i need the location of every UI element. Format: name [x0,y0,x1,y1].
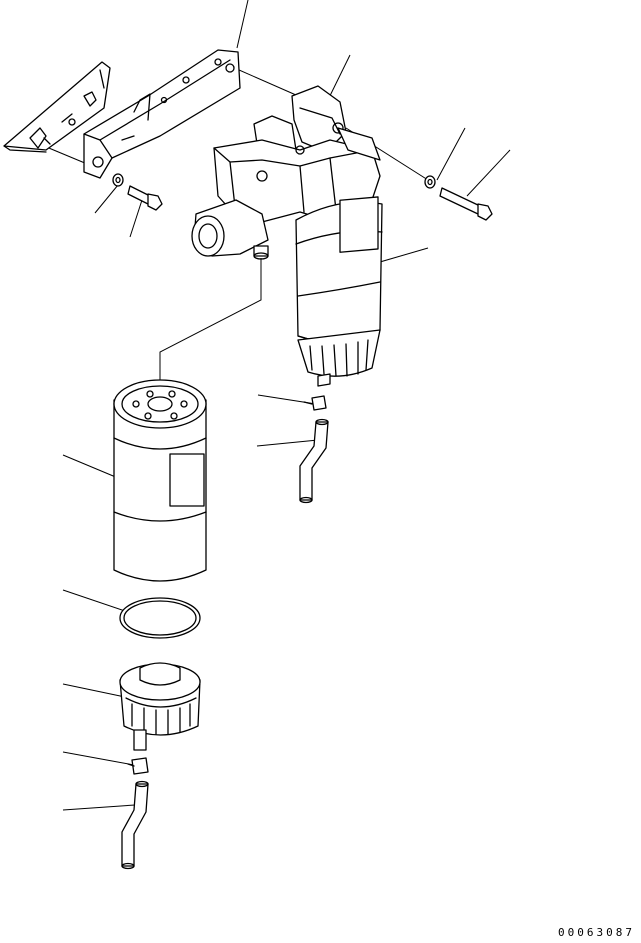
mount-plate [84,50,240,178]
hose-lower [122,782,148,869]
clamp-lower [128,758,148,774]
filter-head [192,86,380,259]
drain-bowl [120,663,200,750]
leader-lines [44,0,510,810]
part-number-label: 00063087 [558,926,635,939]
bolt-right [440,188,492,220]
o-ring [120,598,200,638]
bolt-left [128,186,162,210]
clamp-upper [304,396,326,410]
angle-bracket [4,62,110,152]
water-separator [296,197,382,386]
washer-left [113,174,123,186]
fuel-filter [114,380,206,581]
hose-upper [300,420,328,503]
washer-right [425,176,435,188]
